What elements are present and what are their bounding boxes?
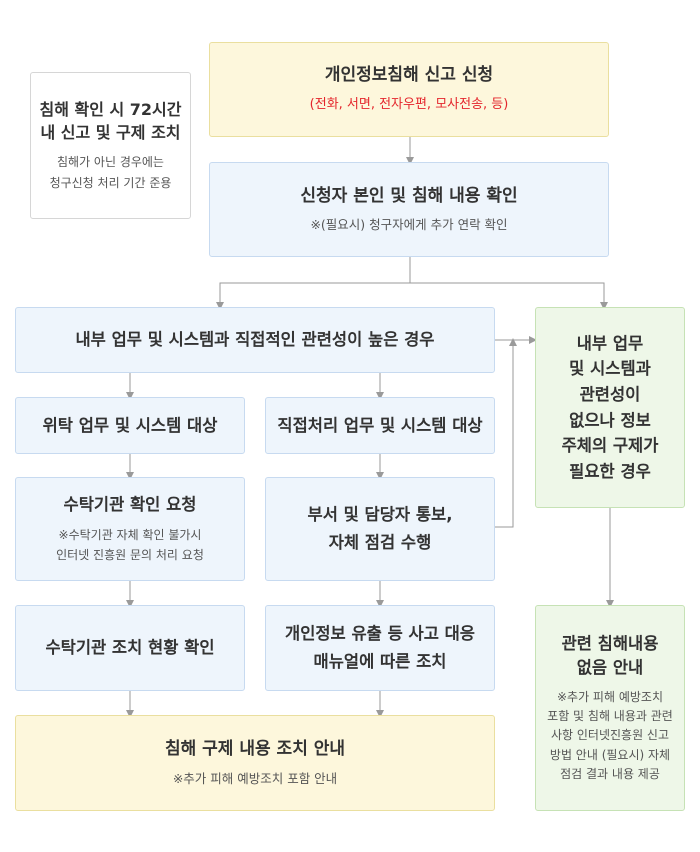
consign-request-desc: ※수탁기관 자체 확인 불가시 인터넷 진흥원 문의 처리 요청 (56, 527, 204, 562)
no-violation-title: 관련 침해내용 없음 안내 (561, 634, 659, 678)
deadline-note-box: 침해 확인 시 72시간 내 신고 및 구제 조치 침해가 아닌 경우에는 청구… (30, 72, 191, 219)
no-relevance-title: 내부 업무 및 시스템과 관련성이 없으나 정보 주체의 구제가 필요한 경우 (561, 333, 659, 481)
consign-target-box: 위탁 업무 및 시스템 대상 (15, 397, 245, 454)
verify-title: 신청자 본인 및 침해 내용 확인 (300, 185, 518, 206)
consign-status-box: 수탁기관 조치 현황 확인 (15, 605, 245, 691)
arrow-verify-split (216, 257, 411, 310)
dept-notice-title: 부서 및 담당자 통보, 자체 점검 수행 (307, 504, 453, 552)
verify-desc: ※(필요시) 청구자에게 추가 연락 확인 (310, 217, 508, 233)
remedy-notice-title: 침해 구제 내용 조치 안내 (164, 739, 346, 760)
apply-report-box: 개인정보침해 신고 신청 (전화, 서면, 전자우편, 모사전송, 등) (209, 42, 609, 137)
manual-action-box: 개인정보 유출 등 사고 대응 매뉴얼에 따른 조치 (265, 605, 495, 691)
remedy-notice-desc: ※추가 피해 예방조치 포함 안내 (172, 770, 338, 786)
arrow-verify-right (410, 282, 608, 310)
high-relevance-box: 내부 업무 및 시스템과 직접적인 관련성이 높은 경우 (15, 307, 495, 373)
no-violation-desc: ※추가 피해 예방조치 포함 및 침해 내용과 관련 사항 인터넷진흥원 신고 … (547, 689, 673, 781)
deadline-note-title: 침해 확인 시 72시간 내 신고 및 구제 조치 (39, 99, 182, 143)
deadline-note-desc: 침해가 아닌 경우에는 청구신청 처리 기간 준용 (49, 155, 172, 190)
consign-request-title: 수탁기관 확인 요청 (63, 494, 197, 514)
arrow-notice-loop (495, 338, 517, 528)
direct-target-title: 직접처리 업무 및 시스템 대상 (277, 415, 483, 435)
apply-report-channels: (전화, 서면, 전자우편, 모사전송, 등) (309, 96, 509, 112)
high-relevance-title: 내부 업무 및 시스템과 직접적인 관련성이 높은 경우 (75, 330, 435, 350)
consign-request-box: 수탁기관 확인 요청 ※수탁기관 자체 확인 불가시 인터넷 진흥원 문의 처리… (15, 477, 245, 581)
apply-report-title: 개인정보침해 신고 신청 (324, 65, 494, 86)
consign-status-title: 수탁기관 조치 현황 확인 (45, 638, 215, 658)
no-relevance-box: 내부 업무 및 시스템과 관련성이 없으나 정보 주체의 구제가 필요한 경우 (535, 307, 685, 508)
verify-box: 신청자 본인 및 침해 내용 확인 ※(필요시) 청구자에게 추가 연락 확인 (209, 162, 609, 257)
consign-target-title: 위탁 업무 및 시스템 대상 (42, 415, 218, 435)
direct-target-box: 직접처리 업무 및 시스템 대상 (265, 397, 495, 454)
remedy-notice-box: 침해 구제 내용 조치 안내 ※추가 피해 예방조치 포함 안내 (15, 715, 495, 811)
no-violation-box: 관련 침해내용 없음 안내 ※추가 피해 예방조치 포함 및 침해 내용과 관련… (535, 605, 685, 811)
dept-notice-box: 부서 및 담당자 통보, 자체 점검 수행 (265, 477, 495, 581)
manual-action-title: 개인정보 유출 등 사고 대응 매뉴얼에 따른 조치 (285, 623, 475, 671)
